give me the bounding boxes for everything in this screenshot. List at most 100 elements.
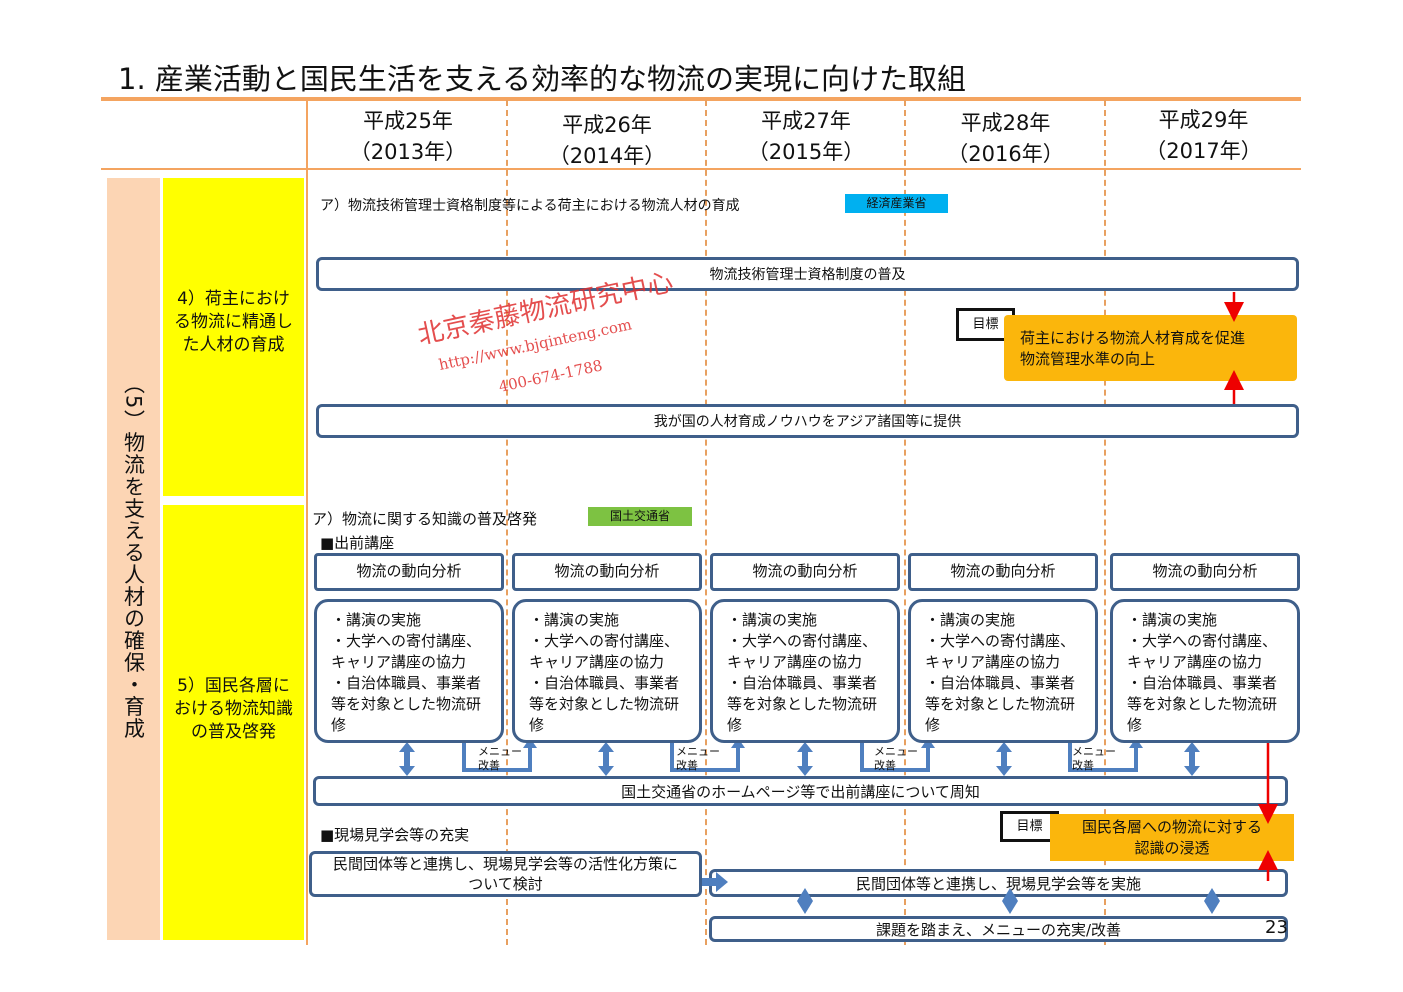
lecture-item: ・自治体職員、事業者等を対象とした物流研修 [529, 674, 680, 734]
subcategory-5: 5）国民各層における物流知識の普及啓発 [163, 505, 304, 940]
visit-title: ■現場見学会等の充実 [320, 826, 470, 844]
lecture-title: ■出前講座 [320, 534, 395, 552]
double-arrow-icon [797, 742, 813, 776]
year-divider [904, 100, 906, 945]
goal-text: 荷主における物流人材育成を促進 [1020, 329, 1246, 347]
menu-improve-label: メニュー改善 [478, 745, 522, 773]
era: 平成27年 [761, 109, 851, 133]
bar-asia: 我が国の人材育成ノウハウをアジア諸国等に提供 [316, 404, 1299, 438]
lecture-item: ・講演の実施 [1127, 611, 1218, 629]
arrow-up-icon [523, 738, 537, 748]
menu-improve-label: メニュー改善 [1072, 745, 1116, 773]
header-rule [101, 168, 1301, 170]
era: 平成26年 [562, 113, 652, 137]
goal-box-b: 国民各層への物流に対する認識の浸透 [1050, 814, 1294, 861]
goal-text: 物流管理水準の向上 [1020, 350, 1156, 368]
bar-visit-improve: 課題を踏まえ、メニューの充実/改善 [709, 916, 1288, 942]
era: 平成25年 [363, 109, 453, 133]
subcategory-4: 4）荷主における物流に精通した人材の育成 [163, 178, 304, 496]
lecture-item: ・講演の実施 [331, 611, 422, 629]
double-arrow-icon [996, 742, 1012, 776]
menu-text: メニュー [478, 745, 522, 758]
menu-text: 改善 [478, 759, 500, 772]
year-2014: 平成26年 （2014年） [508, 110, 706, 172]
page-number: 23 [1265, 917, 1288, 938]
ad-year: （2013年） [349, 140, 467, 164]
feedback-loop-icon [462, 742, 532, 772]
watermark: 北京秦藤物流研究中心 http://www.bjqinteng.com 400-… [415, 267, 676, 395]
year-divider [506, 100, 508, 945]
year-divider [1104, 100, 1106, 945]
lecture-head: 物流の動向分析 [512, 553, 702, 591]
menu-text: 改善 [874, 759, 896, 772]
diamond-arrow-icon [797, 888, 813, 914]
category-label: （5）物流を支える人材の確保・育成 [107, 178, 160, 940]
goal-box-a: 荷主における物流人材育成を促進物流管理水準の向上 [1004, 315, 1297, 381]
feedback-loop-icon [670, 742, 740, 772]
menu-text: メニュー [1072, 745, 1116, 758]
ad-year: （2014年） [548, 144, 666, 168]
watermark-text: 400-674-1788 [497, 356, 604, 396]
lecture-item: ・自治体職員、事業者等を対象とした物流研修 [727, 674, 878, 734]
bar-notice: 国土交通省のホームページ等で出前講座について周知 [313, 776, 1288, 806]
goal-text: 国民各層への物流に対する [1081, 818, 1262, 836]
section-a-heading: ア）物流技術管理士資格制度等による荷主における物流人材の育成 [320, 198, 740, 214]
lecture-item: ・講演の実施 [529, 611, 620, 629]
year-2016: 平成28年 （2016年） [906, 108, 1105, 170]
lecture-head: 物流の動向分析 [908, 553, 1098, 591]
lecture-item: ・自治体職員、事業者等を対象とした物流研修 [1127, 674, 1278, 734]
lecture-content: ・講演の実施・大学への寄付講座、キャリア講座の協力・自治体職員、事業者等を対象と… [908, 599, 1098, 743]
arrow-up-icon [921, 738, 935, 748]
year-2017: 平成29年 （2017年） [1106, 105, 1301, 167]
section-b-heading: ア）物流に関する知識の普及啓発 [312, 510, 538, 528]
ad-year: （2017年） [1145, 139, 1262, 163]
goal-text: 認識の浸透 [1134, 839, 1210, 857]
menu-improve-label: メニュー改善 [676, 745, 720, 773]
year-2013: 平成25年 （2013年） [310, 106, 506, 168]
lecture-head: 物流の動向分析 [1110, 553, 1300, 591]
menu-text: メニュー [874, 745, 918, 758]
lecture-item: ・大学への寄付講座、キャリア講座の協力 [529, 632, 680, 671]
double-arrow-icon [598, 742, 614, 776]
lecture-item: ・自治体職員、事業者等を対象とした物流研修 [331, 674, 482, 734]
lecture-item: ・大学への寄付講座、キャリア講座の協力 [727, 632, 878, 671]
lecture-item: ・大学への寄付講座、キャリア講座の協力 [925, 632, 1076, 671]
lecture-content: ・講演の実施・大学への寄付講座、キャリア講座の協力・自治体職員、事業者等を対象と… [314, 599, 504, 743]
lecture-item: ・大学への寄付講座、キャリア講座の協力 [1127, 632, 1278, 671]
lecture-content: ・講演の実施・大学への寄付講座、キャリア講座の協力・自治体職員、事業者等を対象と… [710, 599, 900, 743]
lecture-item: ・講演の実施 [925, 611, 1016, 629]
arrow-up-icon [1129, 738, 1143, 748]
feedback-loop-icon [1068, 742, 1138, 772]
era: 平成29年 [1158, 108, 1249, 132]
ad-year: （2015年） [747, 140, 865, 164]
arrow-right-icon [702, 872, 728, 892]
diamond-arrow-icon [1204, 888, 1220, 914]
category-text: （5）物流を支える人材の確保・育成 [121, 373, 146, 740]
lecture-item: ・大学への寄付講座、キャリア講座の協力 [331, 632, 482, 671]
lecture-head: 物流の動向分析 [710, 553, 900, 591]
column-divider [306, 99, 308, 945]
bar-certification: 物流技術管理士資格制度の普及 [316, 257, 1299, 291]
year-divider [705, 100, 707, 945]
lecture-content: ・講演の実施・大学への寄付講座、キャリア講座の協力・自治体職員、事業者等を対象と… [1110, 599, 1300, 743]
lecture-item: ・講演の実施 [727, 611, 818, 629]
ad-year: （2016年） [947, 142, 1064, 166]
double-arrow-icon [399, 742, 415, 776]
menu-text: 改善 [1072, 759, 1094, 772]
lecture-content: ・講演の実施・大学への寄付講座、キャリア講座の協力・自治体職員、事業者等を対象と… [512, 599, 702, 743]
ministry-badge-meti: 経済産業省 [845, 194, 948, 213]
era: 平成28年 [960, 111, 1051, 135]
lecture-item: ・自治体職員、事業者等を対象とした物流研修 [925, 674, 1076, 734]
feedback-loop-icon [860, 742, 930, 772]
slide-title: 1. 産業活動と国民生活を支える効率的な物流の実現に向けた取組 [118, 62, 967, 96]
arrow-up-icon [731, 738, 745, 748]
title-rule [101, 97, 1301, 101]
double-arrow-icon [1184, 742, 1200, 776]
lecture-head: 物流の動向分析 [314, 553, 504, 591]
ministry-badge-mlit: 国土交通省 [588, 507, 692, 526]
diamond-arrow-icon [1002, 888, 1018, 914]
menu-improve-label: メニュー改善 [874, 745, 918, 773]
menu-text: メニュー [676, 745, 720, 758]
